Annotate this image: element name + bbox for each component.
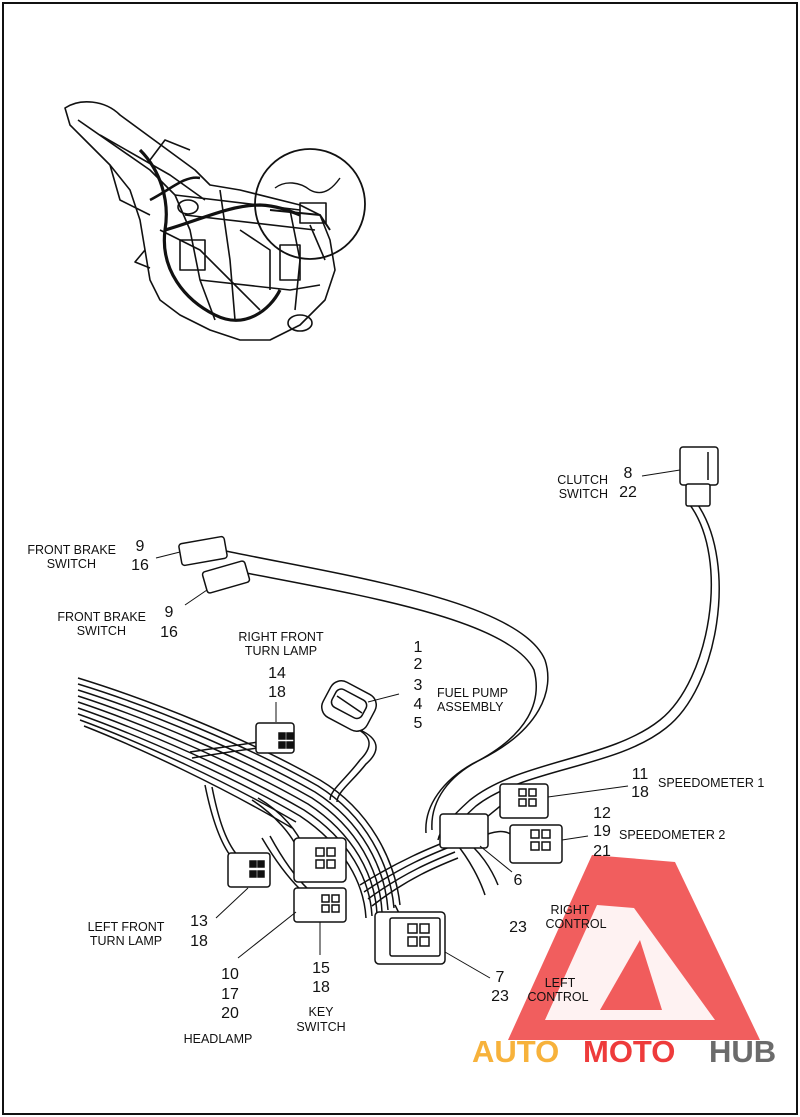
headlamp-label: HEADLAMP xyxy=(184,1032,253,1046)
clutch-switch-ref-2: 22 xyxy=(619,484,637,501)
key-switch-ref-2: 18 xyxy=(312,979,330,996)
fuel-pump-ref-4: 4 xyxy=(414,696,423,713)
speedometer-2-ref-1: 12 xyxy=(593,805,611,822)
key-switch-ref-1: 15 xyxy=(312,960,330,977)
speedometer-1-label: SPEEDOMETER 1 xyxy=(658,776,764,790)
right-front-turn-lamp-label-line2: TURN LAMP xyxy=(245,644,317,658)
left-control-ref-1: 7 xyxy=(496,969,505,986)
wiring-harness xyxy=(77,504,720,926)
front-brake-switch-1-ref-2: 16 xyxy=(131,557,149,574)
speedometer-1-ref-1: 11 xyxy=(632,766,649,783)
clutch-switch-connector xyxy=(679,446,719,507)
left-front-turn-lamp-label-line1: LEFT FRONT xyxy=(88,920,165,934)
watermark-logo: AUTO MOTO HUB xyxy=(472,855,776,1069)
front-brake-switch-1-ref-1: 9 xyxy=(136,538,145,555)
right-front-turn-lamp-connector xyxy=(255,722,295,754)
right-control-label-line2: CONTROL xyxy=(545,917,606,931)
clutch-switch-ref-1: 8 xyxy=(624,465,633,482)
headlamp-connector xyxy=(293,837,347,883)
front-brake-switch-1-label-line1: FRONT BRAKE xyxy=(27,543,116,557)
front-brake-switch-2 xyxy=(201,560,251,594)
front-brake-switch-2-ref-2: 16 xyxy=(160,624,178,641)
speedometer-1-ref-2: 18 xyxy=(631,784,649,801)
left-front-turn-lamp-ref-2: 18 xyxy=(190,933,208,950)
right-front-turn-lamp-label-line1: RIGHT FRONT xyxy=(238,630,324,644)
fuel-pump-ref-1: 1 xyxy=(414,639,423,656)
right-front-turn-lamp-ref-1: 14 xyxy=(268,665,286,682)
left-front-turn-lamp-connector xyxy=(227,852,271,888)
watermark-text-auto: AUTO xyxy=(472,1034,559,1069)
left-control-label-line1: LEFT xyxy=(545,976,576,990)
watermark-text-hub: HUB xyxy=(709,1034,776,1069)
frame-overview xyxy=(64,101,366,341)
front-brake-switch-1 xyxy=(178,535,228,567)
right-control-connector xyxy=(439,813,489,849)
right-front-turn-lamp-ref-2: 18 xyxy=(268,684,286,701)
speedometer-2-ref-2: 19 xyxy=(593,823,611,840)
leader-lines xyxy=(155,469,681,979)
left-control-label-line2: CONTROL xyxy=(527,990,588,1004)
clutch-switch-label-line1: CLUTCH xyxy=(557,473,608,487)
fuel-pump-label-line2: ASSEMBLY xyxy=(437,700,504,714)
key-switch-label-line1: KEY xyxy=(308,1005,334,1019)
front-brake-switch-1-label-line2: SWITCH xyxy=(47,557,96,571)
speedometer-2-label: SPEEDOMETER 2 xyxy=(619,828,725,842)
left-control-connector xyxy=(374,911,446,965)
fuel-pump-ref-2: 2 xyxy=(414,656,423,673)
speedometer-2-connector xyxy=(509,824,563,864)
speedometer-1-connector xyxy=(499,783,549,819)
headlamp-ref-1: 10 xyxy=(221,966,239,983)
fuel-pump-label-line1: FUEL PUMP xyxy=(437,686,508,700)
headlamp-ref-3: 20 xyxy=(221,1005,239,1022)
front-brake-switch-2-label-line2: SWITCH xyxy=(77,624,126,638)
left-front-turn-lamp-label-line2: TURN LAMP xyxy=(90,934,162,948)
left-front-turn-lamp-ref-1: 13 xyxy=(190,913,208,930)
clutch-switch-label-line2: SWITCH xyxy=(559,487,608,501)
right-control-ref-2: 23 xyxy=(509,919,527,936)
front-brake-switch-2-label-line1: FRONT BRAKE xyxy=(57,610,146,624)
right-control-label-line1: RIGHT xyxy=(551,903,590,917)
key-switch-connector xyxy=(293,887,347,923)
left-control-ref-2: 23 xyxy=(491,988,509,1005)
speedometer-2-ref-3: 21 xyxy=(593,843,611,860)
fuel-pump-ref-3: 3 xyxy=(414,677,423,694)
fuel-pump-connector xyxy=(321,680,377,732)
watermark-text-moto: MOTO xyxy=(583,1034,675,1069)
right-control-ref-1: 6 xyxy=(514,872,523,889)
headlamp-ref-2: 17 xyxy=(221,986,239,1003)
key-switch-label-line2: SWITCH xyxy=(296,1020,345,1034)
fuel-pump-ref-5: 5 xyxy=(414,715,423,732)
connectors xyxy=(178,446,719,965)
front-brake-switch-2-ref-1: 9 xyxy=(165,604,174,621)
